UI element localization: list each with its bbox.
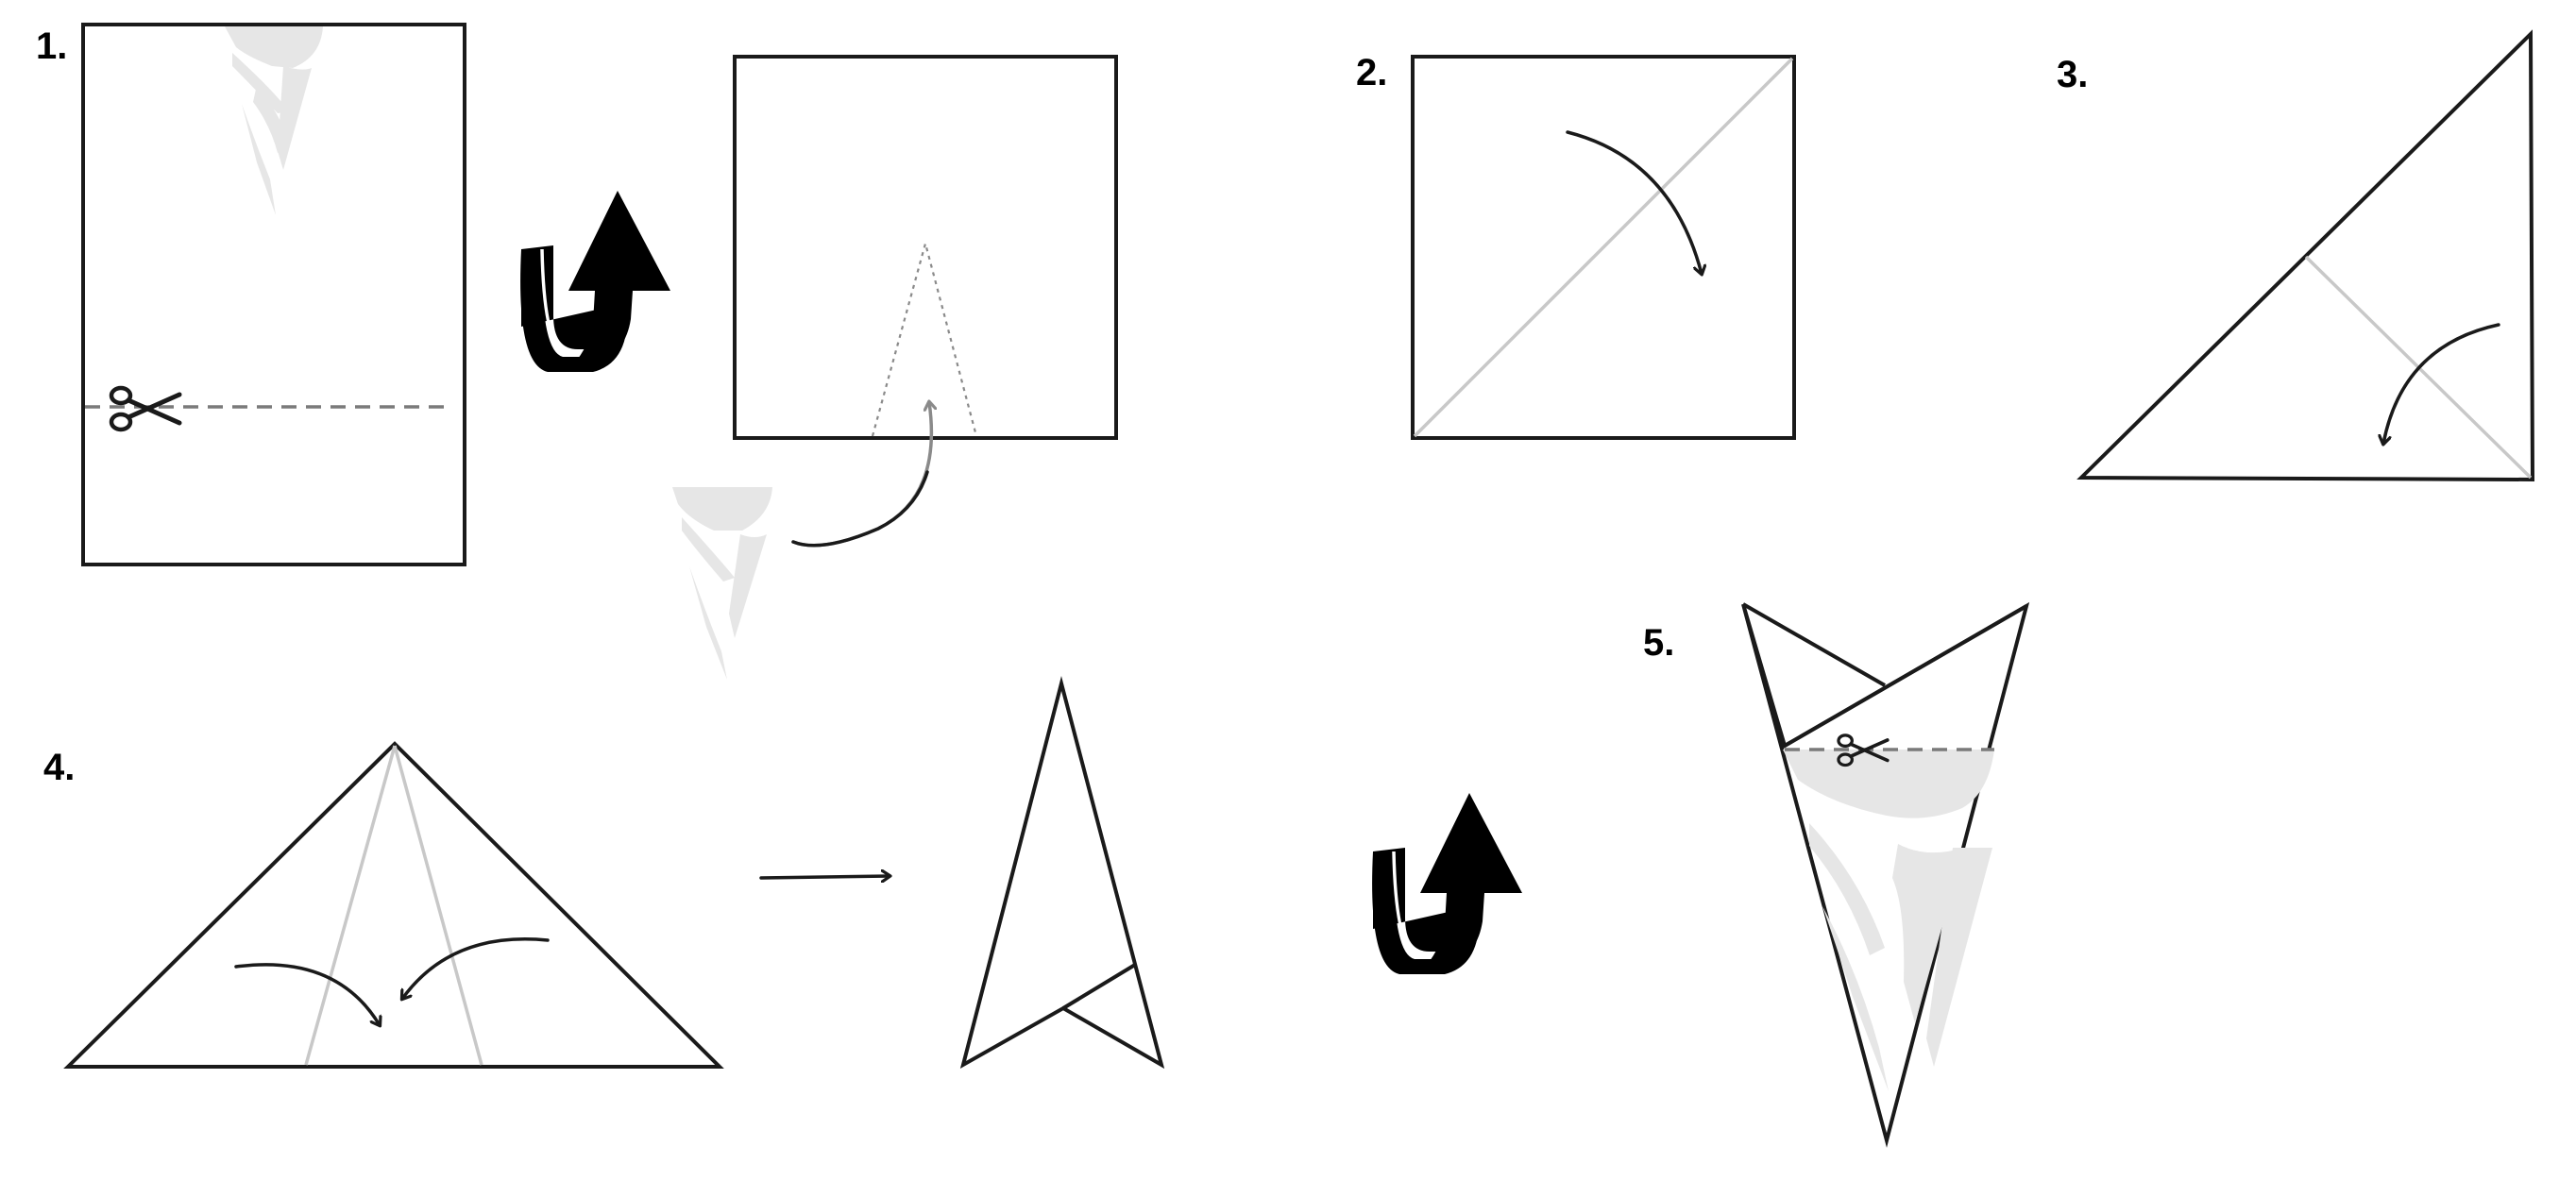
- straight-arrow-icon: [759, 876, 890, 878]
- fold-arrow-icon: [402, 937, 550, 999]
- step-4-crease-right: [393, 745, 483, 1066]
- step-4-triangle: [63, 741, 724, 1069]
- step-1-dotted-triangle: [871, 239, 978, 437]
- step-2-diagonal-crease: [1413, 57, 1794, 438]
- fold-arrow-icon: [1566, 130, 1702, 274]
- step-2-label: 2.: [1356, 52, 1387, 93]
- flip-over-icon: [1370, 791, 1524, 976]
- step-3-label: 3.: [2057, 54, 2088, 95]
- step-5-cut-shape: [1783, 750, 1994, 1091]
- step-1-label: 1.: [36, 25, 67, 67]
- step-1-ghost-cut-shape-small: [672, 487, 772, 680]
- step-4-folded-shape: [959, 676, 1165, 1070]
- step-4-fold-edge: [1061, 963, 1137, 1010]
- step-1-ghost-cut-shape: [225, 26, 323, 215]
- step-5-folded-cone: [1741, 601, 2030, 1148]
- fold-arrow-icon: [791, 470, 929, 548]
- fold-arrow-icon: [234, 963, 380, 1025]
- step-4-label: 4.: [43, 747, 75, 788]
- flip-over-icon: [518, 189, 672, 374]
- step-4-crease-left: [304, 745, 397, 1066]
- fold-arrow-icon: [2383, 323, 2500, 444]
- step-5-label: 5.: [1643, 622, 1674, 664]
